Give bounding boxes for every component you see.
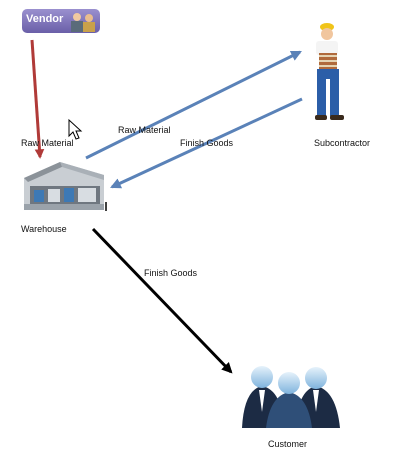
raw-material-edge-label: Raw Material [118, 125, 171, 135]
vendor-people-icon [71, 13, 95, 32]
mouse-cursor-icon [68, 118, 83, 140]
vendor-label: Vendor [26, 13, 64, 25]
vendor-badge-icon [22, 9, 100, 33]
finish-goods-to-warehouse-arrow [110, 97, 303, 189]
warehouse-icon [24, 162, 107, 211]
customers-icon [242, 366, 340, 428]
customer-label: Customer [268, 439, 308, 449]
vendor-to-warehouse-arrow [30, 39, 45, 159]
raw-material-to-subcontractor-arrow [85, 50, 302, 160]
worker-icon [315, 23, 344, 120]
finish-goods-to-customer-arrow [91, 227, 233, 374]
warehouse-label: Warehouse [21, 224, 67, 234]
raw-material-node-label: Raw Material [21, 138, 74, 148]
subcontractor-label: Subcontractor [314, 138, 371, 148]
finish-goods-back-edge-label: Finish Goods [180, 138, 234, 148]
finish-goods-customer-edge-label: Finish Goods [144, 268, 198, 278]
